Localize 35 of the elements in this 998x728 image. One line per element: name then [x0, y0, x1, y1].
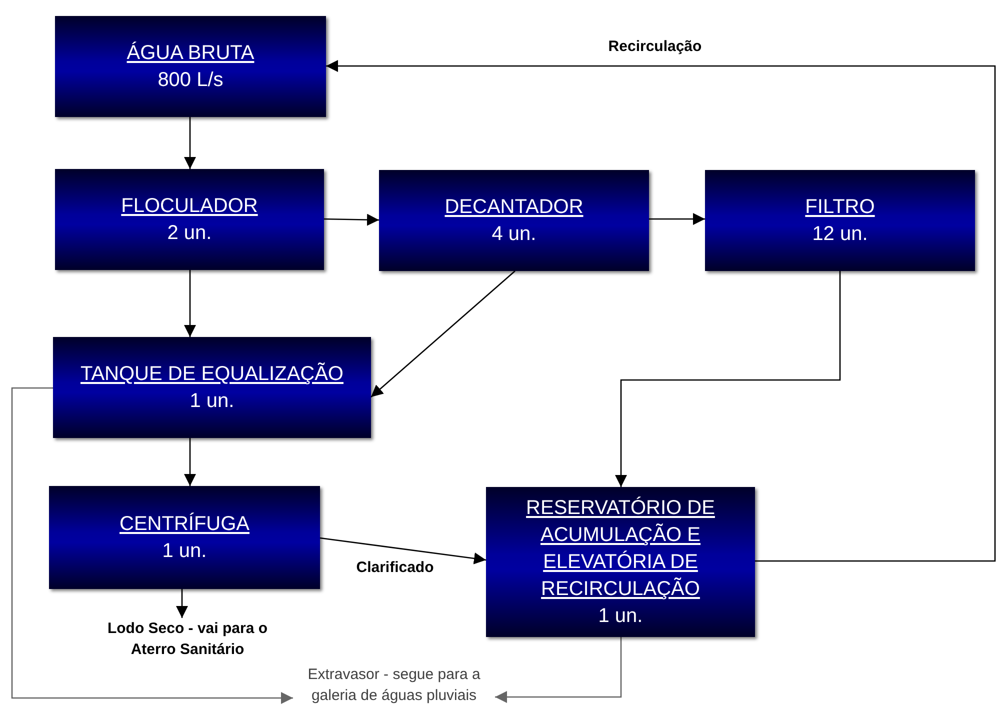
unit-count: 800 L/s	[158, 68, 224, 92]
box-title: RESERVATÓRIO DE ACUMULAÇÃO E ELEVATÓRIA DE RECIRCULAÇÃO	[525, 496, 716, 602]
arrow	[495, 637, 622, 703]
flow-note: Lodo Seco - vai para o Aterro Sanitário	[100, 618, 275, 684]
process-box	[486, 487, 755, 637]
arrow	[615, 271, 841, 487]
process-box	[705, 170, 975, 271]
arrow	[649, 213, 705, 225]
arrow	[370, 270, 516, 398]
arrow	[184, 438, 196, 486]
arrow	[176, 589, 188, 618]
unit-count: 1 un.	[162, 538, 207, 564]
flow-note: Extravasor - segue para a galeria de águas pluviais	[293, 664, 495, 726]
box-title: ÁGUA BRUTA	[126, 40, 254, 66]
process-box	[379, 170, 649, 271]
process-box	[55, 16, 326, 117]
process-box	[55, 169, 324, 270]
box-title: FILTRO	[805, 194, 875, 220]
unit-count: 1 un.	[598, 604, 643, 628]
box-title: FLOCULADOR	[121, 194, 258, 218]
arrow	[184, 270, 196, 337]
arrow	[324, 214, 380, 226]
unit-count: 12 un.	[812, 222, 868, 246]
arrow	[184, 117, 196, 169]
process-box	[53, 337, 371, 438]
arrow	[320, 537, 486, 564]
process-box	[49, 486, 320, 589]
arrow	[11, 387, 293, 704]
unit-count: 4 un.	[492, 222, 536, 246]
unit-count: 2 un.	[167, 220, 212, 246]
arrow	[326, 60, 996, 562]
box-title: TANQUE DE EQUALIZAÇÃO	[80, 362, 344, 386]
unit-count: 1 un.	[190, 388, 234, 414]
box-title: DECANTADOR	[444, 194, 584, 220]
box-title: CENTRÍFUGA	[120, 512, 250, 536]
